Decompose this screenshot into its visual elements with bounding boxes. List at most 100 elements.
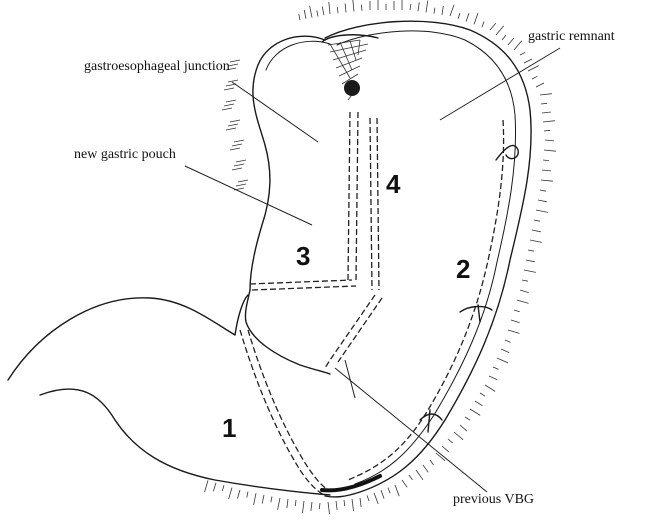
serosal-hair-stroke	[497, 358, 508, 363]
serosal-hair-stroke	[522, 280, 528, 281]
pouch-hair-stroke	[228, 80, 238, 82]
label-new-gastric-pouch: new gastric pouch	[74, 147, 176, 162]
serosal-hair-stroke	[532, 230, 541, 232]
serosal-hair-stroke	[540, 94, 552, 95]
serosal-hair-stroke	[426, 1, 428, 13]
previous-vbg-band-inner	[248, 330, 330, 491]
serosal-hair-stroke	[360, 498, 361, 507]
serosal-hair-stroke	[374, 493, 378, 504]
serosal-hair-stroke	[543, 121, 555, 122]
serosal-hair-stroke	[328, 502, 330, 514]
serosal-hair-stroke	[496, 26, 504, 35]
leader-gastroesophageal-junction	[232, 82, 318, 142]
serosal-hair-stroke	[485, 385, 495, 391]
serosal-hatching	[205, 0, 556, 514]
serosal-hair-stroke	[213, 483, 216, 492]
serosal-hair-stroke	[410, 4, 411, 10]
serosal-hair-stroke	[287, 499, 288, 508]
region-number-4: 4	[386, 169, 401, 199]
serosal-hair-stroke	[442, 6, 443, 15]
pouch-hair-stroke	[230, 60, 240, 62]
serosal-hair-stroke	[524, 59, 532, 63]
pouch-hair-stroke	[226, 128, 236, 130]
serosal-hair-stroke	[367, 495, 369, 501]
serosal-hair-stroke	[322, 6, 324, 15]
serosal-hair-stroke	[536, 83, 544, 87]
serosal-hair-stroke	[423, 465, 428, 472]
leader-previous-vbg-2	[345, 360, 355, 398]
serosal-hair-stroke	[345, 3, 346, 12]
serosal-hair-stroke	[524, 270, 536, 272]
label-gastroesophageal-junction: gastroesophageal junction	[84, 59, 230, 74]
serosal-hair-stroke	[388, 488, 390, 494]
serosal-hair-stroke	[511, 320, 520, 323]
serosal-hair-stroke	[395, 485, 399, 496]
region-number-1: 1	[222, 413, 236, 443]
distal-stomach-lower-outline	[40, 389, 330, 495]
vertical-staple-line-right	[370, 118, 372, 290]
serosal-hair-stroke	[474, 13, 478, 24]
serosal-hair-stroke	[514, 41, 522, 50]
serosal-hair-stroke	[311, 502, 312, 511]
serosal-hair-stroke	[450, 5, 454, 16]
serosal-hair-stroke	[409, 475, 413, 480]
serosal-hair-stroke	[508, 38, 514, 45]
serosal-hair-stroke	[489, 376, 497, 380]
serosal-hair-stroke	[470, 409, 480, 415]
serosal-hair-stroke	[490, 23, 496, 30]
label-previous-vbg: previous VBG	[453, 492, 534, 507]
serosal-hair-stroke	[465, 417, 470, 420]
serosal-hair-stroke	[310, 6, 312, 18]
serosal-hair-stroke	[454, 432, 463, 440]
vertical-staple-line-right-2	[377, 118, 379, 290]
serosal-hair-stroke	[480, 393, 485, 396]
serosal-hair-stroke	[304, 10, 306, 19]
serosal-hair-stroke	[540, 190, 546, 191]
serosal-hair-stroke	[501, 349, 509, 353]
serosal-hair-stroke	[543, 160, 549, 161]
serosal-hair-stroke	[505, 340, 511, 342]
serosal-hair-stroke	[541, 180, 553, 181]
serosal-hair-stroke	[344, 500, 345, 506]
serosal-hair-stroke	[466, 13, 469, 22]
label-gastric-remnant: gastric remnant	[528, 29, 615, 44]
previous-vbg-band-outer	[240, 330, 326, 496]
pouch-hair-stroke	[232, 168, 242, 170]
serosal-hair-stroke	[352, 499, 354, 511]
serosal-hair-stroke	[205, 480, 208, 492]
pouch-hair-stroke	[226, 100, 236, 102]
horizontal-staple-line	[250, 280, 352, 284]
serosal-hair-stroke	[482, 22, 484, 28]
serosal-hair-stroke	[319, 503, 320, 509]
fundus-hatch-patch	[328, 40, 368, 100]
serosal-hair-stroke	[402, 480, 407, 487]
serosal-hair-stroke	[299, 14, 300, 20]
serosal-hair-stroke	[254, 493, 256, 505]
serosal-hair-stroke	[381, 490, 384, 498]
serosal-hair-stroke	[542, 170, 551, 171]
serosal-hair-stroke	[541, 103, 547, 104]
serosal-hair-stroke	[337, 7, 338, 13]
pouch-hair-stroke	[236, 184, 246, 186]
serosal-hair-stroke	[544, 150, 556, 151]
duodenum-outline	[8, 295, 248, 380]
serosal-hair-stroke	[448, 439, 453, 443]
serosal-hair-stroke	[434, 8, 435, 14]
serosal-hair-stroke	[493, 367, 499, 369]
serosal-hair-stroke	[278, 498, 280, 510]
pouch-hair-stroke	[228, 124, 238, 126]
pouch-hair-stroke	[232, 144, 242, 146]
serosal-hair-stroke	[530, 240, 542, 242]
pouch-hair-stroke	[234, 164, 244, 166]
serosal-hair-stroke	[544, 130, 550, 131]
serosal-hair-stroke	[336, 501, 337, 510]
serosal-hair-stroke	[237, 490, 240, 499]
serosal-hair-stroke	[222, 485, 224, 491]
new-gastric-pouch-outline	[250, 36, 325, 290]
pouch-hair-stroke	[238, 180, 248, 182]
diagonal-staple-line-2	[338, 298, 382, 362]
serosal-hair-stroke	[353, 0, 354, 12]
pouch-hair-stroke	[224, 88, 234, 90]
serosal-hair-stroke	[262, 495, 264, 504]
